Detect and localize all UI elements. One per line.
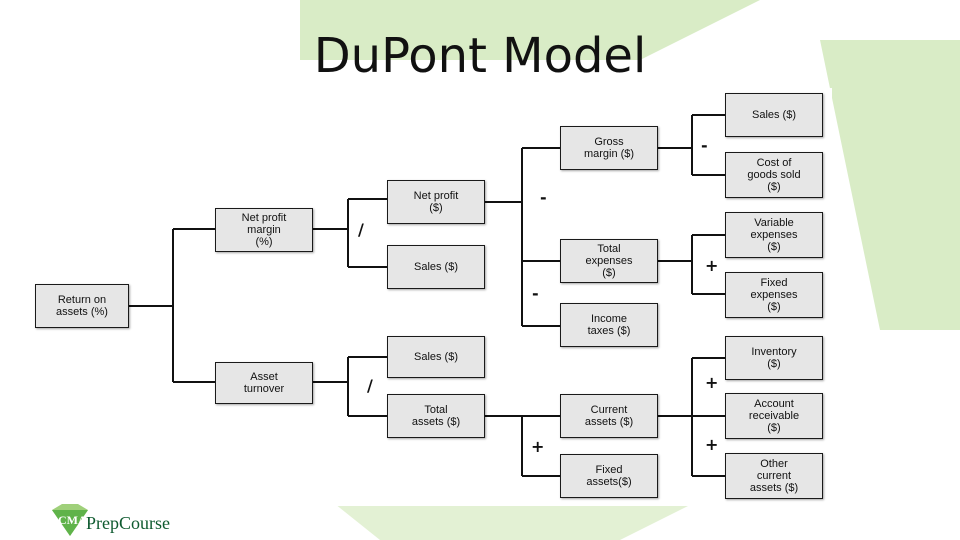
connector-total-assets [485,415,560,477]
connector-expenses [658,234,725,295]
background-shape-right [820,40,960,330]
connector-npm [313,198,387,268]
logo-text: PrepCourse [86,513,170,533]
connector-lines [129,114,725,477]
node-total-expenses: Total expenses ($) [560,239,658,283]
node-gross-margin: Gross margin ($) [560,126,658,170]
node-asset-turnover: Asset turnover [215,362,313,404]
node-account-receivable: Account receivable ($) [725,393,823,439]
connector-current-assets [658,357,725,477]
node-fixed-assets: Fixed assets($) [560,454,658,498]
logo-mark-text: CMA [58,513,87,527]
operator-divide-npm: / [358,220,364,239]
operator-divide-turnover: / [367,376,373,395]
operator-minus-gross-margin: - [701,136,708,155]
slide-title: DuPont Model [313,28,647,84]
node-total-assets: Total assets ($) [387,394,485,438]
node-other-current-assets: Other current assets ($) [725,453,823,499]
connector-net-profit [485,147,560,327]
operator-plus-current-assets-2: + [705,435,719,454]
operator-plus-current-assets-1: + [705,373,719,392]
operator-plus-expenses: + [705,256,719,275]
node-cost-of-goods-sold: Cost of goods sold ($) [725,152,823,198]
connector-turnover [313,356,387,417]
node-net-profit-margin: Net profit margin (%) [215,208,313,252]
node-fixed-expenses: Fixed expenses ($) [725,272,823,318]
connector-gross-margin [658,114,725,176]
node-return-on-assets: Return on assets (%) [35,284,129,328]
connector-roa [129,228,215,383]
node-income-taxes: Income taxes ($) [560,303,658,347]
node-sales-gross: Sales ($) [725,93,823,137]
node-variable-expenses: Variable expenses ($) [725,212,823,258]
background-shape-top [300,0,760,60]
node-current-assets: Current assets ($) [560,394,658,438]
node-net-profit: Net profit ($) [387,180,485,224]
cma-prepcourse-logo: CMA [52,504,88,536]
operator-plus-total-assets: + [531,437,545,456]
operator-minus-net-profit-2: - [532,284,539,303]
node-inventory: Inventory ($) [725,336,823,380]
operator-minus-net-profit-1: - [540,188,547,207]
node-sales-turnover: Sales ($) [387,336,485,378]
background-shape-bottom [330,500,700,540]
node-sales-margin: Sales ($) [387,245,485,289]
dupont-diagram: Return on assets (%) Net profit margin (… [32,88,832,506]
